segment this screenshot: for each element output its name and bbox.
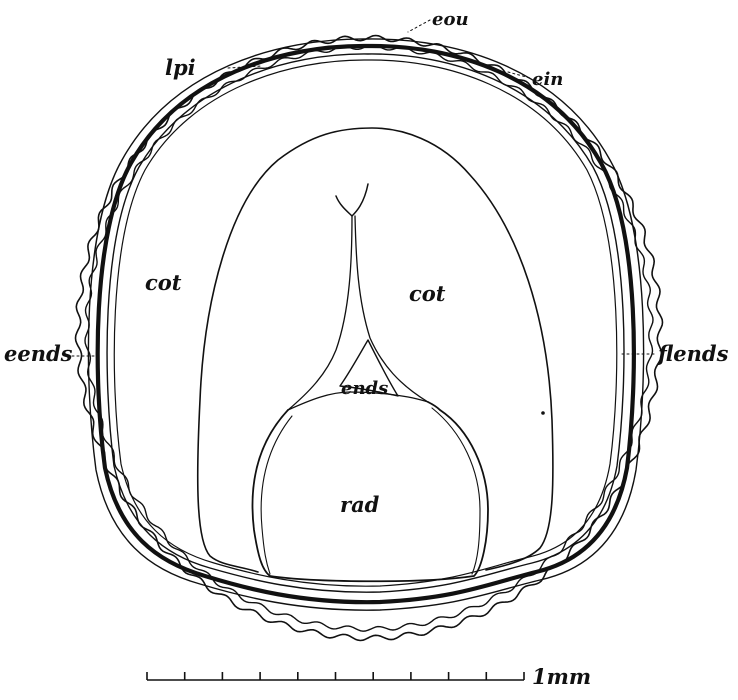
label-flends: flends xyxy=(656,341,729,366)
leader-lines xyxy=(72,20,656,356)
label-ends: ends xyxy=(341,378,388,399)
label-lpi: lpi xyxy=(165,55,196,80)
label-cot-left: cot xyxy=(145,270,182,295)
label-eends: eends xyxy=(4,341,73,366)
cotyledon-cleft xyxy=(336,184,368,216)
small-dot xyxy=(541,411,545,415)
radicle-shadow-right xyxy=(432,408,480,574)
scale-bar-ticks xyxy=(147,672,524,680)
label-cot-right: cot xyxy=(409,281,446,306)
label-ein: ein xyxy=(532,69,563,90)
leader-eou xyxy=(408,20,430,32)
label-rad: rad xyxy=(340,492,380,517)
scale-bar xyxy=(147,672,524,680)
scale-bar-label: 1mm xyxy=(532,664,591,689)
radicle-shadow-left xyxy=(261,416,292,574)
cleft-line-right xyxy=(355,216,428,402)
label-eou: eou xyxy=(432,9,469,30)
